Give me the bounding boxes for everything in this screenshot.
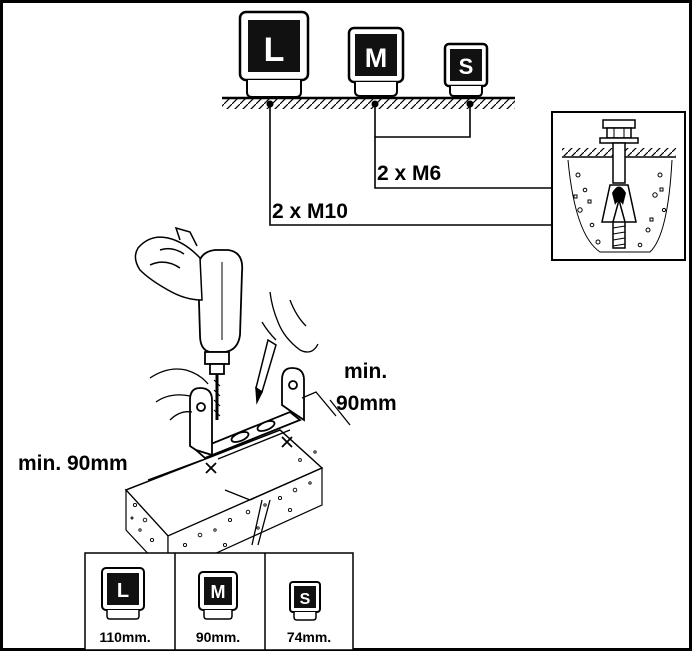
mounting-bracket <box>189 367 305 460</box>
pencil-icon <box>255 338 277 405</box>
label-m6: 2 x M6 <box>377 162 441 185</box>
floor <box>222 96 515 109</box>
clearance-front: min. 90mm <box>18 452 128 475</box>
table-cell-medium: M 90mm. <box>196 571 240 645</box>
dimension-lines <box>147 391 351 546</box>
table-badge-small: S <box>300 591 311 608</box>
badge-small-label: S <box>459 54 474 79</box>
hand-drill-icon <box>134 226 203 301</box>
badge-large: L <box>238 10 310 98</box>
table-depth-small: 74mm. <box>287 629 331 645</box>
anchor-detail-box <box>551 111 686 261</box>
badge-medium-label: M <box>365 43 388 73</box>
table-badge-large: L <box>117 580 129 602</box>
clearance-side-top: min. <box>344 360 387 383</box>
leader-lines <box>269 104 552 226</box>
anchor-dots <box>266 100 474 108</box>
hand-pencil-icon <box>261 291 319 353</box>
table-depth-large: 110mm. <box>99 629 150 645</box>
table-cell-large: L 110mm. <box>99 567 151 645</box>
table-badge-medium: M <box>211 582 226 602</box>
drill-icon <box>197 249 244 420</box>
badge-large-label: L <box>264 31 285 69</box>
clearance-side-bottom: 90mm <box>336 392 397 415</box>
table-cell-small: S 74mm. <box>287 581 331 645</box>
hand-left-icon <box>149 368 209 421</box>
table-depth-medium: 90mm. <box>196 629 240 645</box>
label-m10: 2 x M10 <box>272 200 348 223</box>
badge-small: S <box>443 42 489 97</box>
depth-table: L 110mm. M 90mm. S 74mm. <box>84 552 354 651</box>
drill-marks <box>205 436 293 474</box>
badge-medium: M <box>347 26 405 97</box>
